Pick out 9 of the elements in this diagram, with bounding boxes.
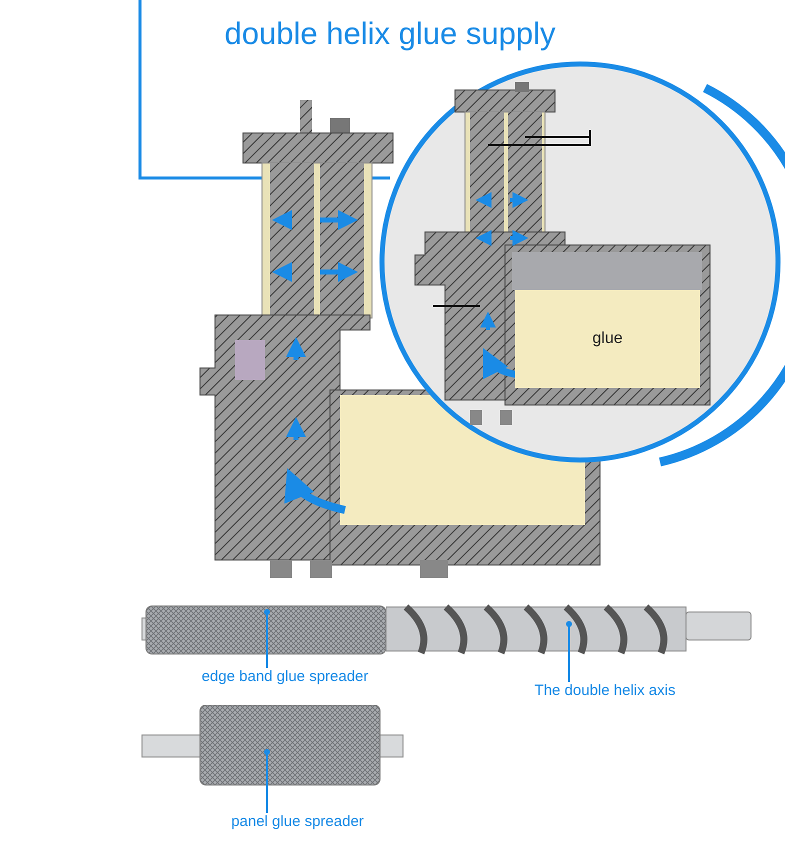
part-label: panel glue spreader: [220, 813, 375, 833]
leader-line: [264, 609, 270, 668]
part-label: edge band glue spreader: [190, 668, 380, 688]
leader-line: [566, 621, 572, 682]
reservoir-label: glue: [592, 330, 623, 348]
diagram-title: double helix glue supply: [224, 16, 556, 52]
part-label: The double helix axis: [520, 682, 690, 702]
glue-reservoir: [515, 290, 700, 388]
leader-line: [264, 749, 270, 813]
